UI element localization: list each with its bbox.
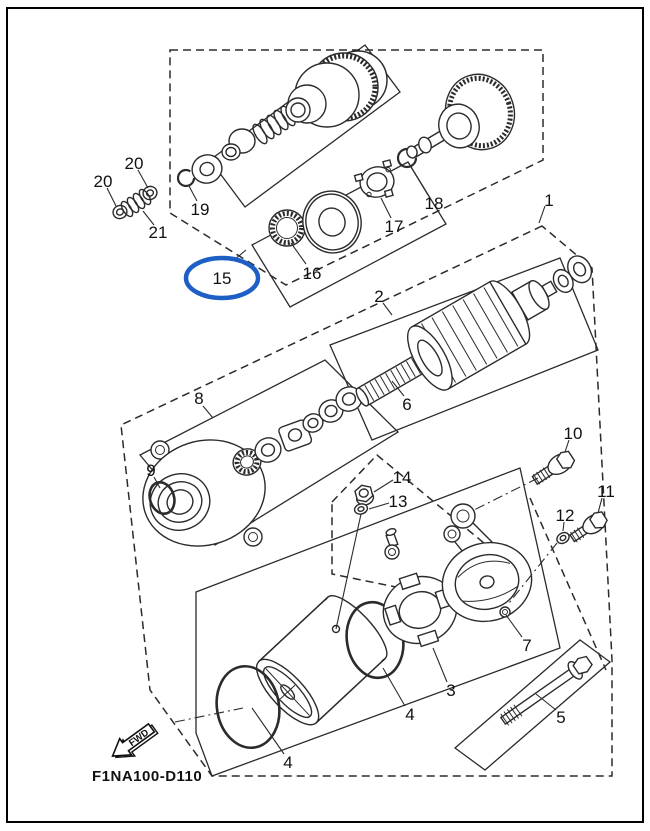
washer-group-box [251,161,447,308]
callout-7[interactable]: 7 [522,636,531,655]
drawing-code: F1NA100-D110 [92,768,202,785]
nut-14-part [354,484,375,506]
callout-numbers: 1 2 3 4 4 5 6 7 8 9 10 11 12 13 14 15 16… [94,154,615,772]
terminal-leader-line [335,513,362,630]
callout-13[interactable]: 13 [389,492,408,511]
callout-19[interactable]: 19 [191,200,210,219]
drive-plate-part [302,190,362,254]
callout-leader-lines [106,166,603,755]
yoke-group-box [195,467,561,777]
callout-4b[interactable]: 4 [405,705,414,724]
bolt-11-part [569,511,608,543]
callout-16[interactable]: 16 [303,264,322,283]
snap-ring-19-part [176,168,196,188]
callout-4a[interactable]: 4 [283,753,292,772]
roller-ring-16-part [268,209,306,247]
callout-21[interactable]: 21 [149,223,168,242]
yoke-part [255,595,388,726]
fwd-arrow-shape [111,722,156,757]
subassembly-box-brush-holder [331,453,492,598]
callout-8[interactable]: 8 [194,389,203,408]
callout-15-highlighted[interactable]: 15 [213,269,232,288]
callout-20b[interactable]: 20 [94,172,113,191]
stopper-washer-part [191,154,223,184]
callout-18[interactable]: 18 [425,194,444,213]
callout-20a[interactable]: 20 [125,154,144,173]
callout-5[interactable]: 5 [556,708,565,727]
callout-6[interactable]: 6 [402,395,411,414]
o-ring-axis [174,707,244,723]
thrust-washer-20b-part [112,204,128,220]
bolt-10-axis [473,477,539,511]
callout-2[interactable]: 2 [374,287,383,306]
subassembly-boundary-line [529,497,607,671]
fwd-direction-arrow: FWD [111,722,159,759]
bolt-11-axis [508,542,558,604]
washer-13-part [353,503,369,515]
armature-part [355,255,593,407]
starter-clutch-pinion-part [285,50,388,128]
callout-17[interactable]: 17 [385,217,404,236]
bolt-group-box [453,639,612,771]
callout-9[interactable]: 9 [146,461,155,480]
callout-10[interactable]: 10 [564,424,583,443]
o-ring-4-front-part [215,664,281,750]
page-border [6,7,644,823]
callout-12[interactable]: 12 [556,506,575,525]
assembly-box-1 [120,225,613,777]
callout-11[interactable]: 11 [597,482,615,501]
collar-part [221,128,256,161]
idle-gear-shaft-part [406,73,516,159]
washer-12-part [556,531,570,545]
bolt-5-part [499,655,593,726]
callout-1[interactable]: 1 [544,191,553,210]
callout-14[interactable]: 14 [393,468,412,487]
subassembly-box-15 [169,49,544,286]
bolt-10-part [531,450,576,486]
retainer-plate-17-part [353,159,395,198]
callout-3[interactable]: 3 [446,681,455,700]
rear-bracket-part [441,503,533,623]
highlight-ellipse-callout-15 [183,255,261,301]
spring-21-part [120,188,152,218]
